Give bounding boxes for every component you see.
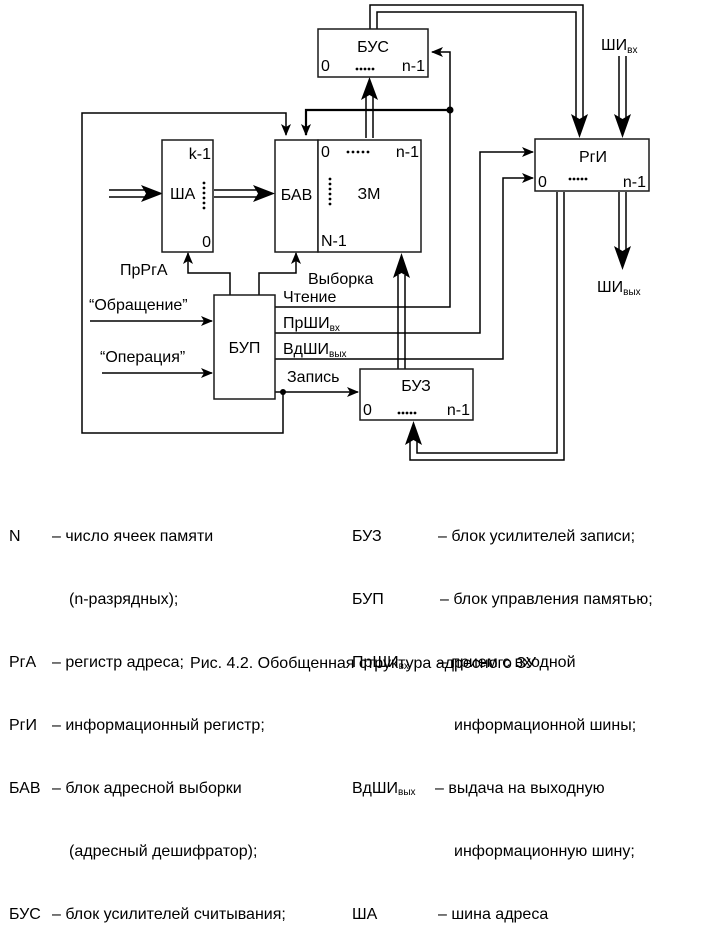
- label-zapis: Запись: [287, 369, 340, 386]
- legend-item: РгА– регистр адреса;: [9, 654, 184, 671]
- legend-item: (адресный дешифратор);: [69, 843, 258, 860]
- label-prrga: ПрРгА: [120, 262, 168, 279]
- label-shi-out: ШИвых: [597, 279, 641, 298]
- block-bus: БУС 0 n-1: [317, 28, 429, 78]
- block-zm-label: ЗМ: [358, 186, 381, 203]
- block-sha-bottom: 0: [202, 234, 211, 251]
- legend-item: БУП– блок управления памятью;: [352, 591, 653, 608]
- legend-item: информационную шину;: [454, 843, 635, 860]
- block-rgi-high: n-1: [623, 174, 646, 191]
- wire-chtenie-to-bav: [301, 108, 450, 136]
- block-bup-label: БУП: [229, 340, 261, 357]
- bus-shi-out: [614, 192, 631, 270]
- block-zm-row-high: N-1: [321, 233, 347, 250]
- legend-left: N– число ячеек памяти (n-разрядных); РгА…: [9, 484, 339, 946]
- ellipsis-dots: [202, 181, 206, 210]
- label-operatsiya: “Операция”: [100, 349, 185, 366]
- wire-vyborka: [258, 252, 301, 295]
- block-buz-low: 0: [363, 402, 372, 419]
- legend-item: информационной шины;: [454, 717, 637, 734]
- junction-dot: [446, 106, 454, 114]
- label-prshi-vx: ПрШИвх: [283, 315, 340, 334]
- block-bav: БАВ: [274, 139, 319, 253]
- legend-item: БАВ– блок адресной выборки: [9, 780, 242, 797]
- wire-vdshi-vyx: [275, 173, 534, 360]
- block-buz: БУЗ 0 n-1: [359, 368, 474, 421]
- block-bup: БУП: [213, 294, 276, 400]
- block-rgi-label: РгИ: [579, 149, 607, 166]
- bus-address-in: [109, 185, 163, 202]
- bus-rgi-to-buz: [405, 192, 565, 461]
- block-rgi-low: 0: [538, 174, 547, 191]
- block-bus-low: 0: [321, 58, 330, 75]
- bus-buz-to-zm: [393, 253, 410, 369]
- block-sha: ША k-1 0: [161, 139, 214, 253]
- wire-prrga: [183, 252, 231, 295]
- block-zm: ЗМ 0 n-1 N-1: [317, 139, 422, 253]
- block-bus-high: n-1: [402, 58, 425, 75]
- figure-caption: Рис. 4.2. Обобщенная структура адресного…: [190, 655, 536, 672]
- label-obrashchenie: “Обращение”: [89, 297, 188, 314]
- legend-item: ВдШИвых– выдача на выходную: [352, 780, 605, 798]
- block-bav-label: БАВ: [281, 187, 313, 204]
- block-zm-col-low: 0: [321, 144, 330, 161]
- block-buz-high: n-1: [447, 402, 470, 419]
- wire-chtenie: [275, 110, 451, 308]
- block-sha-label: ША: [170, 186, 196, 203]
- bus-shi-in: [614, 56, 631, 138]
- label-vdshi-vyx: ВдШИвых: [283, 341, 347, 360]
- wire-bup-loop-to-bav: [81, 112, 291, 434]
- ellipsis-dots: [568, 177, 588, 181]
- block-zm-col-high: n-1: [396, 144, 419, 161]
- block-rgi: РгИ 0 n-1: [534, 138, 650, 192]
- bus-zm-to-bus: [361, 77, 378, 138]
- legend-right: БУЗ– блок усилителей записи; БУП– блок у…: [352, 484, 722, 946]
- ellipsis-dots: [355, 67, 375, 71]
- legend-item: N– число ячеек памяти: [9, 528, 214, 545]
- wire-prshi-vx: [275, 147, 534, 334]
- memory-structure-diagram: БУС 0 n-1 ША k-1 0 БАВ ЗМ 0 n-1 N-1 РгИ: [81, 4, 650, 461]
- block-buz-label: БУЗ: [401, 378, 431, 395]
- bus-sha-to-bav: [214, 185, 275, 202]
- legend-item: ША– шина адреса: [352, 906, 549, 923]
- bus-bus-to-rgi: [369, 4, 588, 138]
- legend-item: (n-разрядных);: [69, 591, 179, 608]
- label-shi-in: ШИвх: [601, 37, 637, 56]
- label-vyborka: Выборка: [308, 271, 373, 288]
- junction-dot: [280, 389, 286, 395]
- legend-item: ПрШИвх– прием с входной: [352, 654, 576, 672]
- legend-item: БУЗ– блок усилителей записи;: [352, 528, 636, 545]
- label-chtenie: Чтение: [283, 289, 336, 306]
- wire-chtenie-to-bus: [431, 47, 451, 110]
- block-sha-top: k-1: [189, 146, 211, 163]
- block-bus-label: БУС: [357, 39, 389, 56]
- legend-item: БУС– блок усилителей считывания;: [9, 906, 286, 923]
- ellipsis-dots: [397, 411, 417, 415]
- ellipsis-dots: [328, 150, 370, 206]
- legend-item: РгИ– информационный регистр;: [9, 717, 265, 734]
